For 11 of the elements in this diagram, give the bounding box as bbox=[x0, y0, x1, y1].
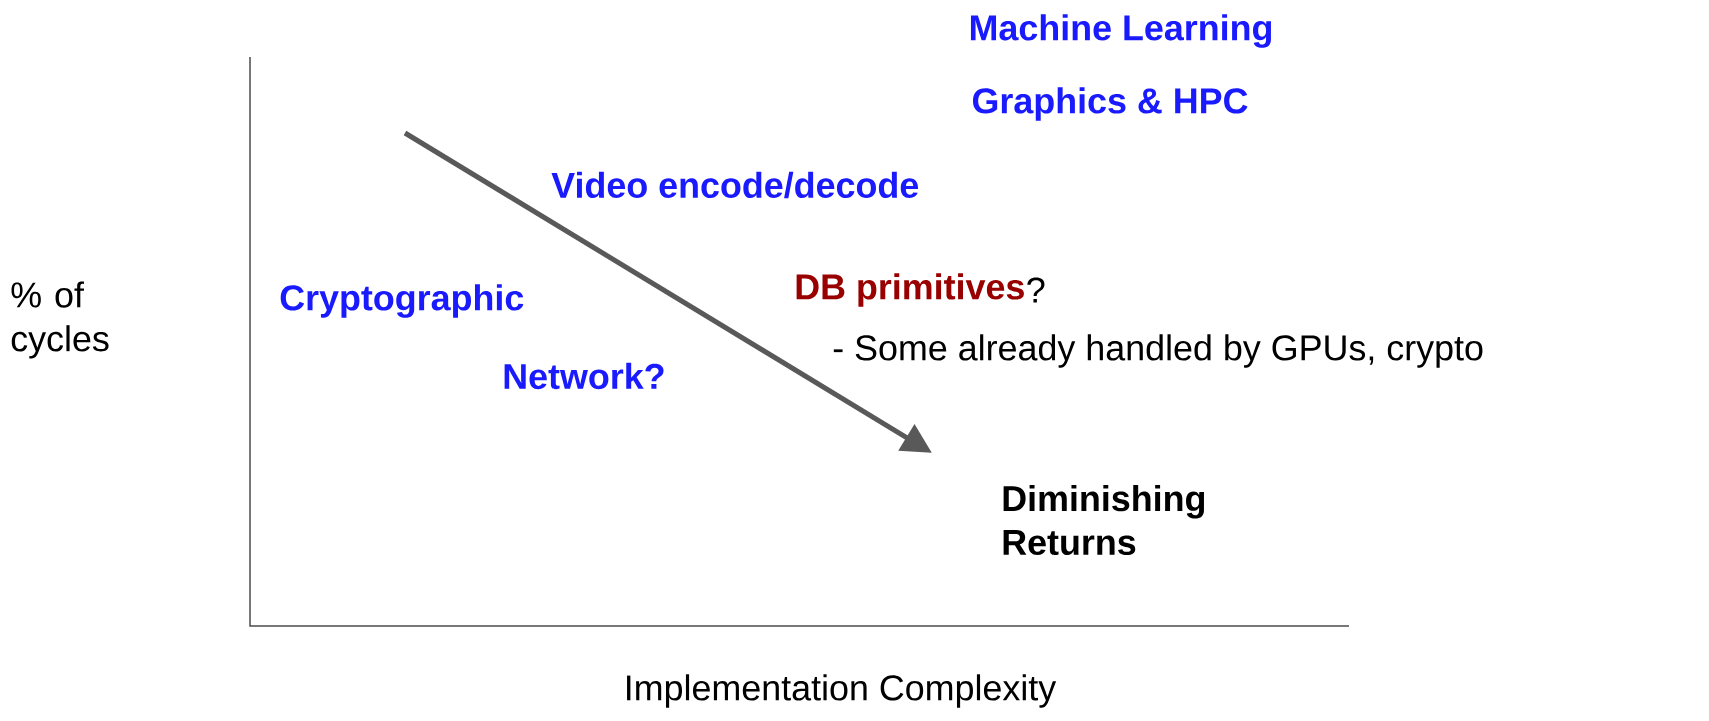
axis-label: % of cycles bbox=[11, 281, 109, 359]
category-label: Cryptographic bbox=[280, 284, 524, 318]
category-label: Graphics & HPC bbox=[972, 87, 1248, 121]
category-label: Network? bbox=[504, 362, 664, 390]
category-label: Machine Learning bbox=[970, 14, 1272, 48]
question-mark: ? bbox=[1027, 277, 1045, 303]
note-text: - Some already handled by GPUs, crypto bbox=[833, 334, 1483, 368]
category-label: Video encode/decode bbox=[551, 171, 919, 199]
category-label: DB primitives bbox=[796, 273, 1024, 307]
outcome-label: Diminishing Returns bbox=[1003, 484, 1205, 556]
axis-label: Implementation Complexity bbox=[627, 674, 1057, 708]
